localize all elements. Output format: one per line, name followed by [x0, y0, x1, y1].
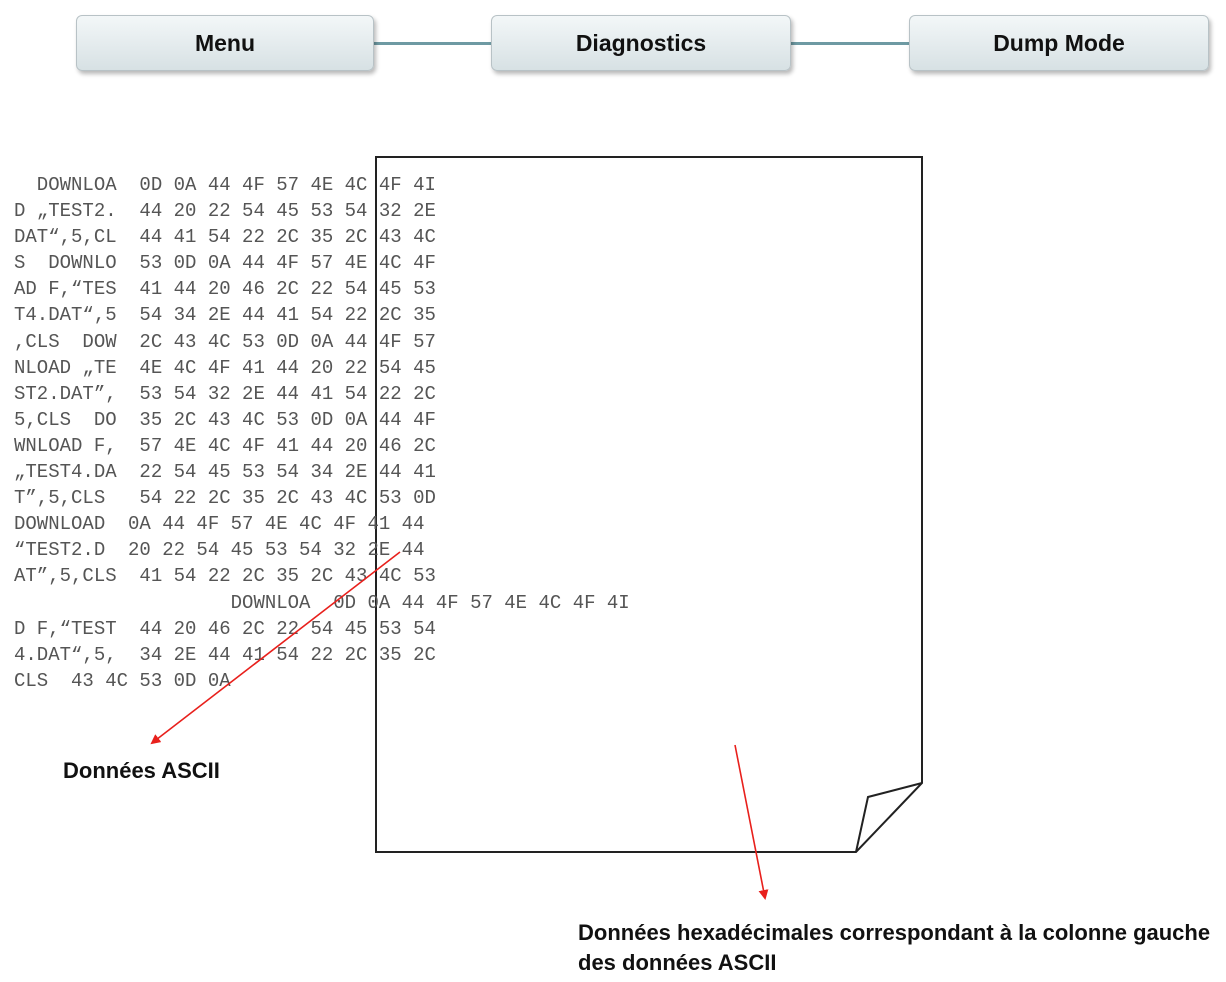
dump-line: CLS 43 4C 53 0D 0A: [14, 669, 231, 692]
dump-line: ,CLS DOW 2C 43 4C 53 0D 0A 44 4F 57: [14, 330, 436, 353]
caption-hex-data: Données hexadécimales correspondant à la…: [578, 920, 1211, 975]
arrow-ascii: [150, 551, 401, 745]
dump-line: WNLOAD F, 57 4E 4C 4F 41 44 20 46 2C: [14, 434, 436, 457]
dump-line: ST2.DAT”, 53 54 32 2E 44 41 54 22 2C: [14, 382, 436, 405]
dump-line: T4.DAT“,5 54 34 2E 44 41 54 22 2C 35: [14, 304, 436, 327]
dump-text: DOWNLOA 0D 0A 44 4F 57 4E 4C 4F 4I D „TES…: [14, 172, 630, 694]
breadcrumb-item-label: Diagnostics: [575, 29, 707, 56]
dump-line: DOWNLOA 0D 0A 44 4F 57 4E 4C 4F 4I: [14, 174, 436, 196]
dump-line: AT”,5,CLS 41 54 22 2C 35 2C 43 4C 53: [14, 565, 436, 588]
paper-curl: [855, 782, 923, 853]
breadcrumb-item-label: Menu: [194, 29, 256, 56]
breadcrumb-item-diagnostics[interactable]: Diagnostics: [491, 15, 791, 71]
dump-line: AD F,“TES 41 44 20 46 2C 22 54 45 53: [14, 278, 436, 301]
dump-line: NLOAD „TE 4E 4C 4F 41 44 20 22 54 45: [14, 356, 436, 379]
dump-line: D „TEST2. 44 20 22 54 45 53 54 32 2E: [14, 200, 436, 223]
dump-line: „TEST4.DA 22 54 45 53 54 34 2E 44 41: [14, 461, 436, 484]
dump-line: DOWNLOAD 0A 44 4F 57 4E 4C 4F 41 44: [14, 513, 425, 536]
dump-line: S DOWNLO 53 0D 0A 44 4F 57 4E 4C 4F: [14, 252, 436, 275]
caption-ascii-data: Données ASCII: [63, 758, 220, 783]
paper-sheet-outline: [375, 156, 923, 853]
breadcrumb-connector: [374, 42, 491, 45]
dump-line: 4.DAT“,5, 34 2E 44 41 54 22 2C 35 2C: [14, 643, 436, 666]
dump-line: “TEST2.D 20 22 54 45 53 54 32 2E 44: [14, 539, 425, 562]
breadcrumb-item-dump-mode[interactable]: Dump Mode: [909, 15, 1209, 71]
dump-line: T”,5,CLS 54 22 2C 35 2C 43 4C 53 0D: [14, 487, 436, 510]
breadcrumb-item-menu[interactable]: Menu: [76, 15, 374, 71]
dump-line: D F,“TEST 44 20 46 2C 22 54 45 53 54: [14, 617, 436, 640]
dump-line: DOWNLOA 0D 0A 44 4F 57 4E 4C 4F 4I: [14, 591, 630, 614]
breadcrumb-item-label: Dump Mode: [993, 29, 1125, 56]
arrow-hex: [734, 744, 769, 900]
breadcrumb-connector: [791, 42, 909, 45]
dump-line: DAT“,5,CL 44 41 54 22 2C 35 2C 43 4C: [14, 226, 436, 249]
dump-line: 5,CLS DO 35 2C 43 4C 53 0D 0A 44 4F: [14, 408, 436, 431]
